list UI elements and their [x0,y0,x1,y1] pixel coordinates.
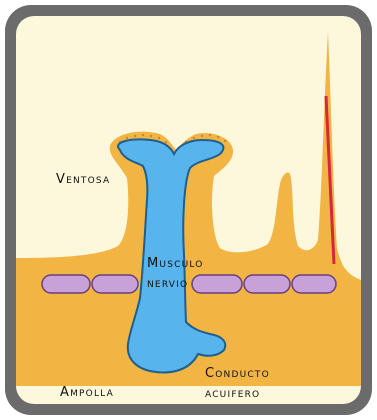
label-acuifero: acuifero [205,386,260,401]
muscle-segment [192,275,242,293]
label-ampolla: Ampolla [60,385,114,400]
label-conducto: Conducto [205,366,270,381]
muscle-segment [42,275,90,293]
label-ventosa: Ventosa [56,172,110,187]
muscle-segment [92,275,138,293]
label-nervio: nervio [147,276,188,291]
muscle-segment [292,275,336,293]
muscle-segment [244,275,290,293]
label-musculo: Musculo [147,256,204,271]
